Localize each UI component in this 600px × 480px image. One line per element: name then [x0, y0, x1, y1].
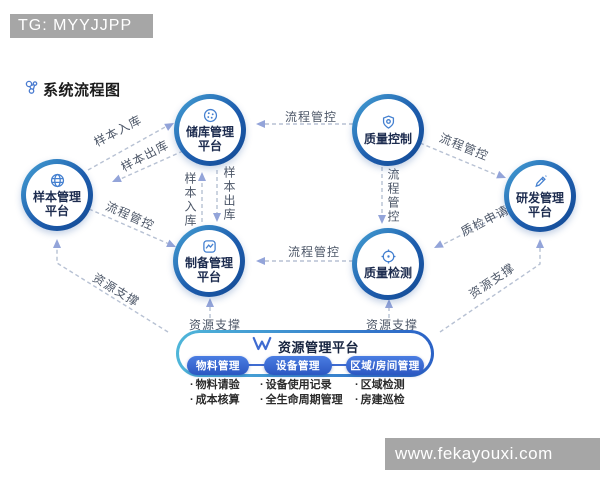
edge-label: 样本入库	[183, 172, 197, 228]
edge-sample-to-prep	[88, 208, 170, 245]
edge-resource-to-rd	[439, 245, 541, 333]
molecule-icon	[24, 80, 39, 100]
arrowheads	[53, 120, 544, 308]
pencil-icon	[532, 173, 549, 190]
edge-rd-to-qi	[439, 209, 511, 247]
area-room-items: 区域检测 房建巡检	[355, 378, 405, 408]
edge-sample-to-storage	[87, 125, 168, 171]
page-title-row: 系统流程图	[24, 79, 121, 100]
edge-label: 资源支撑	[189, 318, 242, 332]
node-label: 样本管理平台	[32, 189, 81, 218]
pill-equipment-management: 设备管理	[264, 356, 332, 375]
target-icon	[380, 248, 397, 265]
node-label: 质量检测	[363, 265, 412, 280]
list-item: 全生命周期管理	[260, 393, 343, 408]
edge-label: 流程管控	[285, 110, 338, 124]
list-item: 设备使用记录	[260, 378, 343, 393]
resource-platform-title: 资源管理平台	[176, 336, 434, 356]
watermark: www.fekayouxi.com	[385, 438, 600, 470]
wave-logo-icon	[251, 336, 273, 356]
list-item: 房建巡检	[355, 393, 405, 408]
node-label: 研发管理平台	[515, 190, 564, 219]
tg-badge: TG: MYYJJPP	[10, 14, 153, 38]
list-item: 区域检测	[355, 378, 405, 393]
chart-line-icon	[201, 238, 218, 255]
node-label: 质量控制	[363, 131, 412, 146]
material-items: 物料请验 成本核算	[190, 378, 240, 408]
edge-storage-to-sample	[115, 150, 184, 182]
edge-label: 流程管控	[288, 245, 341, 259]
node-sample-platform: 样本管理平台	[21, 159, 93, 231]
page-title: 系统流程图	[43, 82, 121, 99]
storage-dish-icon	[202, 107, 219, 124]
globe-icon	[49, 172, 66, 189]
edge-label: 资源支撑	[366, 318, 419, 332]
pill-area-room-management: 区域/房间管理	[346, 356, 424, 375]
node-quality-inspection: 质量检测	[352, 228, 424, 300]
node-preparation-platform: 制备管理平台	[173, 225, 245, 297]
node-rd-platform: 研发管理平台	[504, 160, 576, 232]
pill-material-management: 物料管理	[187, 356, 249, 375]
list-item: 物料请验	[190, 378, 240, 393]
node-storage-platform: 储库管理平台	[174, 94, 246, 166]
list-item: 成本核算	[190, 393, 240, 408]
node-quality-control: 质量控制	[352, 94, 424, 166]
edge-qc-to-rd	[419, 142, 500, 177]
shield-icon	[380, 114, 397, 131]
edge-label: 流程管控	[386, 168, 400, 224]
edge-resource-to-sample	[56, 245, 169, 333]
edge-label: 样本出库	[222, 166, 236, 222]
node-label: 储库管理平台	[185, 124, 234, 153]
node-label: 制备管理平台	[184, 255, 233, 284]
equipment-items: 设备使用记录 全生命周期管理	[260, 378, 343, 408]
